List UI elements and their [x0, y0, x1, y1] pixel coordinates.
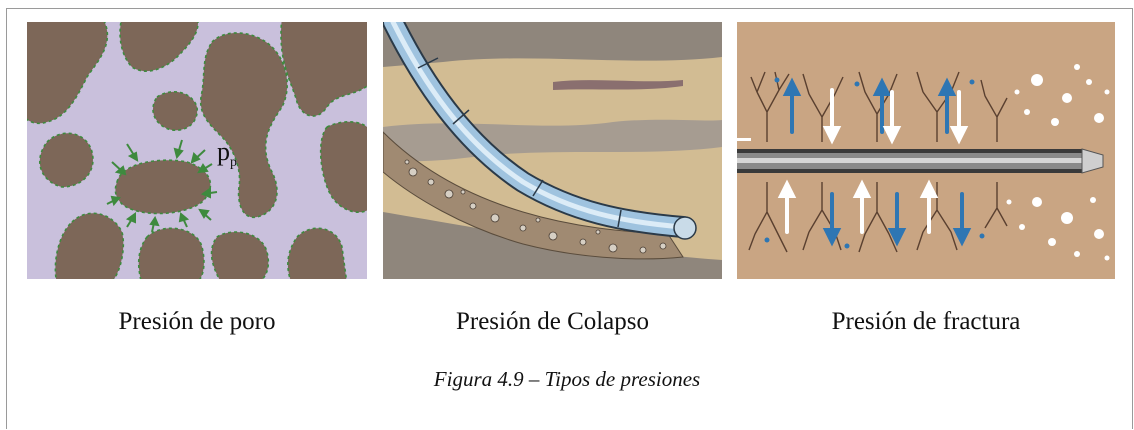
pore-pressure-illustration: pp [27, 22, 367, 279]
figure-caption: Figura 4.9 – Tipos de presiones [0, 367, 1134, 392]
fracture-pressure-illustration [737, 22, 1115, 279]
fracture-wellbore-svg [737, 22, 1115, 279]
collapse-pressure-illustration [383, 22, 722, 279]
pore-grains-svg [27, 22, 367, 279]
collapse-pressure-label: Presión de Colapso [383, 308, 722, 336]
collapse-wellbore-svg [383, 22, 722, 279]
pore-pressure-label: Presión de poro [27, 308, 367, 336]
fracture-pressure-label: Presión de fractura [737, 308, 1115, 336]
pore-pressure-symbol: pp [217, 137, 237, 171]
